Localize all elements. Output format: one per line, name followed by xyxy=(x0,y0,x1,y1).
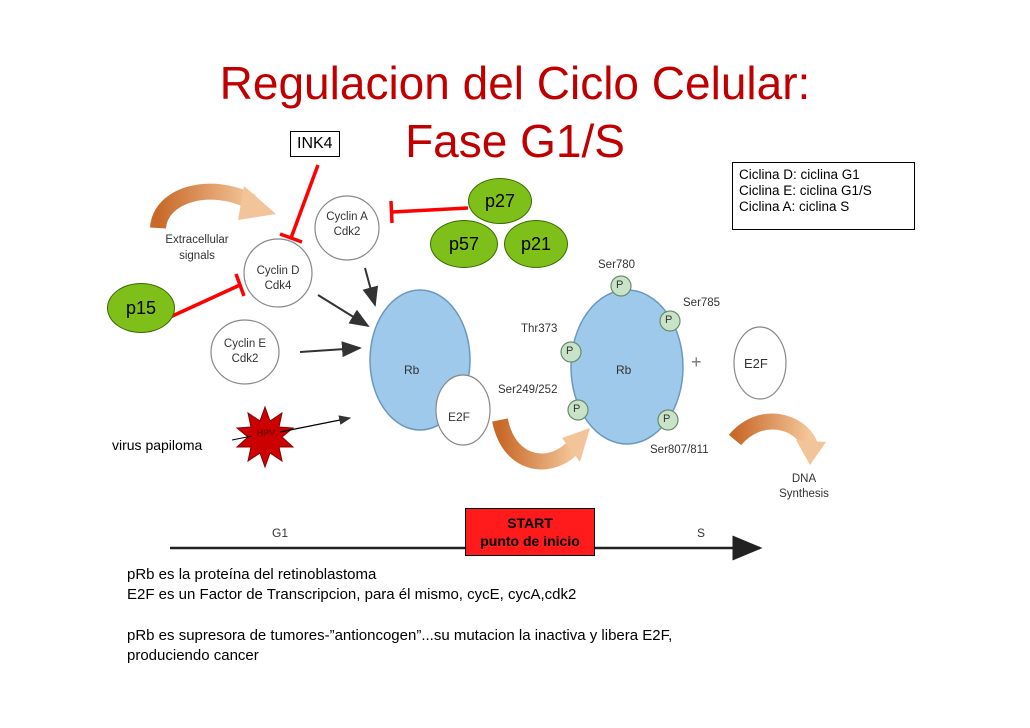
dna-synthesis-curved-arrow xyxy=(728,413,826,465)
extracellular-line-2: signals xyxy=(179,250,215,262)
note-line-4: produciendo cancer xyxy=(127,647,259,664)
start-box: START punto de inicio xyxy=(465,508,595,556)
legend-line-2: Ciclina E: ciclina G1/S xyxy=(739,183,872,198)
site-thr373: Thr373 xyxy=(521,323,558,335)
legend-line-1: Ciclina D: ciclina G1 xyxy=(739,167,860,182)
phosphate-label-5: P xyxy=(663,413,671,425)
cyclin-e-name: Cyclin E xyxy=(223,338,267,350)
site-ser780: Ser780 xyxy=(598,259,636,271)
extracellular-line-1: Extracellular xyxy=(165,234,229,246)
p15-inhibition-line xyxy=(167,283,241,320)
cyclin-a-cdk: Cdk2 xyxy=(333,226,361,238)
p21-pill: p21 xyxy=(504,220,568,268)
site-ser249: Ser249/252 xyxy=(498,384,558,396)
start-line-2: punto de inicio xyxy=(480,533,580,549)
phosphate-ser780 xyxy=(610,275,632,297)
e2f-bound-label: E2F xyxy=(448,410,471,424)
phosphate-label-4: P xyxy=(573,403,581,415)
cyclin-d-label: Cyclin D Cdk4 xyxy=(246,264,310,294)
hpv-label: HPV xyxy=(256,428,276,438)
p27-pill: p27 xyxy=(468,178,532,224)
e2f-free xyxy=(733,326,787,400)
cyclin-a-name: Cyclin A xyxy=(326,211,368,223)
rb-right-label: Rb xyxy=(616,363,632,377)
cyclin-d-name: Cyclin D xyxy=(256,265,300,277)
phosphate-thr373 xyxy=(560,341,582,363)
cyclin-d-circle xyxy=(243,238,313,308)
g1-label: G1 xyxy=(272,526,289,540)
extracellular-signals-label: Extracellular signals xyxy=(152,232,242,264)
cyclin-e-cdk: Cdk2 xyxy=(231,353,259,365)
cyclin-d-cdk: Cdk4 xyxy=(264,280,292,292)
note-line-1: pRb es la proteína del retinoblastoma xyxy=(127,566,377,583)
p57-pill: p57 xyxy=(430,220,498,268)
title-line-2: Fase G1/S xyxy=(405,115,625,167)
phosphate-ser249 xyxy=(567,399,589,421)
e2f-bound xyxy=(435,374,491,446)
ink4-box: INK4 xyxy=(290,131,340,157)
phosphorylation-curved-arrow xyxy=(492,417,590,470)
cyclin-legend: Ciclina D: ciclina G1 Ciclina E: ciclina… xyxy=(732,162,915,230)
dna-line-2: Synthesis xyxy=(779,488,829,500)
ink4-inhibition-line xyxy=(289,164,320,239)
title-line-1: Regulacion del Ciclo Celular: xyxy=(219,57,811,109)
site-ser807: Ser807/811 xyxy=(650,444,709,456)
cyclin-e-label: Cyclin E Cdk2 xyxy=(213,337,277,367)
phosphate-label-3: P xyxy=(566,345,574,357)
cyclin-e-circle xyxy=(210,319,280,385)
s-label: S xyxy=(697,526,706,540)
plus-sign: + xyxy=(691,352,702,372)
extracellular-curved-arrow xyxy=(150,183,276,230)
phosphate-ser785 xyxy=(659,310,681,332)
dna-synthesis-label: DNA Synthesis xyxy=(770,472,838,502)
p15-pill: p15 xyxy=(107,283,175,333)
virus-papiloma-label: virus papiloma xyxy=(112,437,203,453)
site-ser785: Ser785 xyxy=(683,297,721,309)
phosphate-label-1: P xyxy=(616,279,624,291)
p27-inhibition-line xyxy=(391,206,469,214)
legend-line-3: Ciclina A: ciclina S xyxy=(739,199,850,214)
note-line-2: E2F es un Factor de Transcripcion, para … xyxy=(127,586,577,603)
phosphate-ser807 xyxy=(657,409,679,431)
dna-line-1: DNA xyxy=(791,473,817,485)
e2f-free-label: E2F xyxy=(744,356,768,371)
rb-left-label: Rb xyxy=(404,363,420,377)
cyclin-a-circle xyxy=(314,195,380,261)
hpv-star-icon xyxy=(235,405,295,469)
start-line-1: START xyxy=(507,515,553,531)
note-line-3: pRb es supresora de tumores-”antioncogen… xyxy=(127,627,673,644)
phosphate-label-2: P xyxy=(665,314,673,326)
cyclin-a-label: Cyclin A Cdk2 xyxy=(315,210,379,240)
